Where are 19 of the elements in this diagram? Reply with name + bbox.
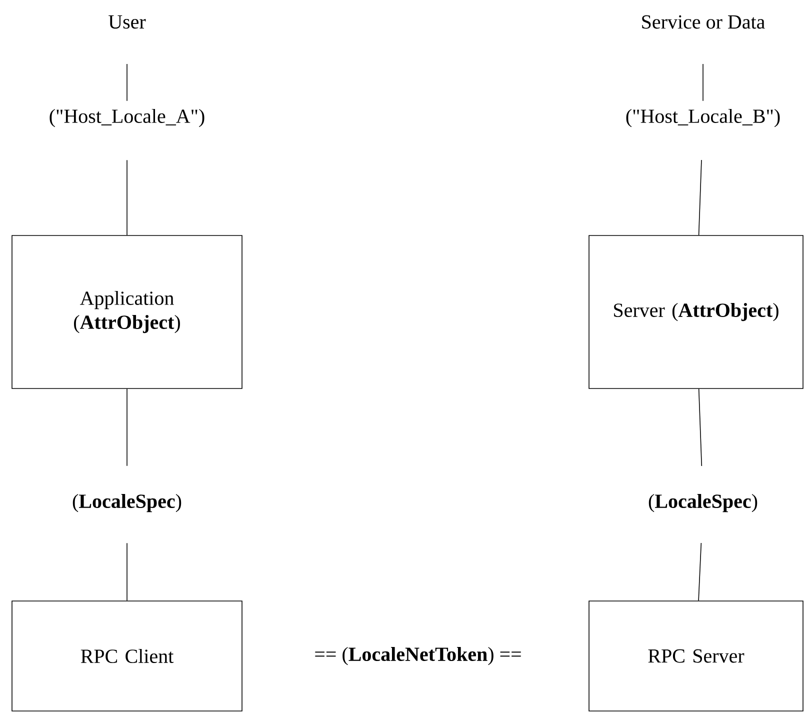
process-box: RPC Server bbox=[588, 600, 804, 712]
connector-line bbox=[698, 388, 702, 466]
token-label: == (LocaleNetToken) == bbox=[315, 646, 521, 666]
connector-line bbox=[702, 64, 704, 102]
text-label: (LocaleSpec) bbox=[648, 494, 758, 512]
connector-line bbox=[126, 388, 128, 466]
connector-line bbox=[126, 542, 128, 601]
process-box: Application (AttrObject) bbox=[12, 235, 242, 389]
text-label: ("Host_Locale_B") bbox=[626, 108, 780, 128]
text-label: (LocaleSpec) bbox=[72, 494, 182, 512]
connector-line bbox=[126, 160, 128, 236]
text-label: ("Host_Locale_A") bbox=[50, 108, 204, 128]
connector-line bbox=[698, 542, 702, 601]
connector-line bbox=[698, 160, 702, 236]
process-box: RPC Client bbox=[12, 600, 242, 712]
text-label: Service or Data bbox=[642, 15, 765, 29]
process-box: Server (AttrObject) bbox=[588, 235, 804, 389]
text-label: User bbox=[108, 15, 146, 29]
connector-line bbox=[126, 64, 128, 102]
